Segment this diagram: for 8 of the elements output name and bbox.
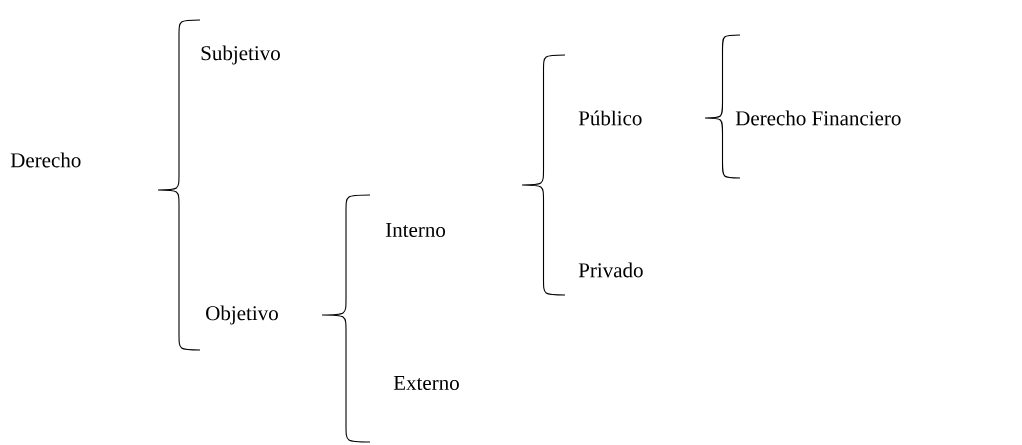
label: Privado [578,262,643,278]
label: Interno [385,223,446,237]
label: Derecho Financiero [735,110,901,126]
label: Público [578,110,642,126]
label: Subjetivo [201,45,280,65]
label: Externo [393,376,459,390]
label: Derecho [10,152,81,168]
label: Objetivo [206,305,278,325]
